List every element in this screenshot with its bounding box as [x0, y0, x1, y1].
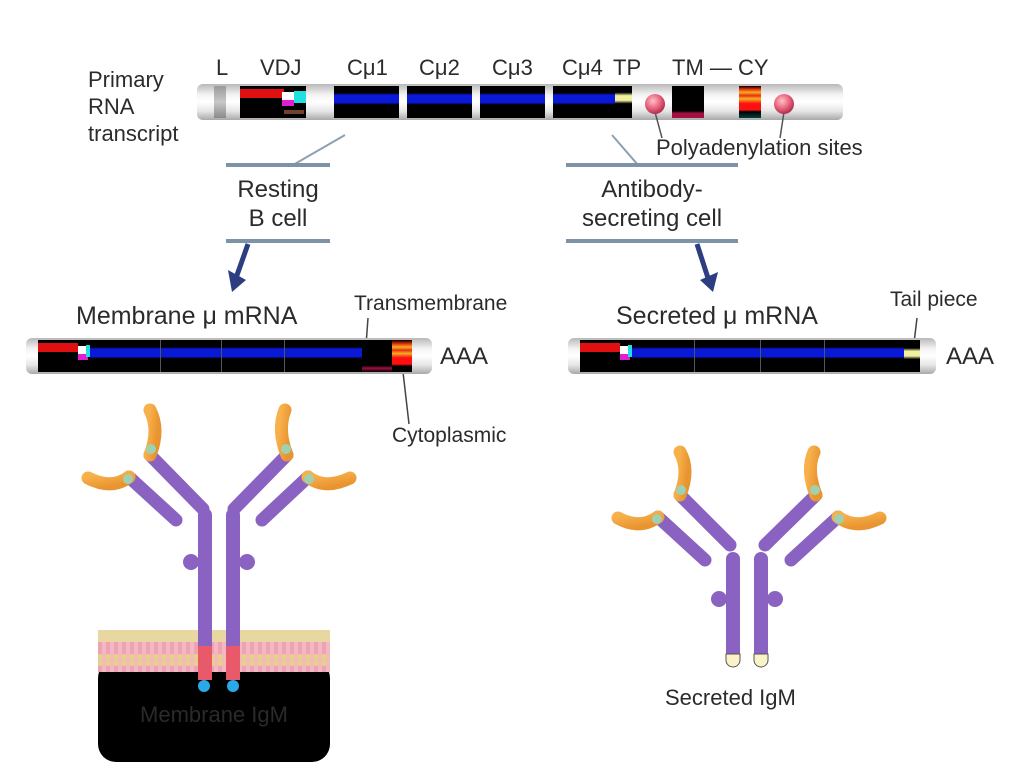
secreted-igm-label: Secreted IgM: [665, 685, 796, 710]
exon-label-vdj: VDJ: [260, 55, 302, 80]
secreted-mrna-strand: [568, 338, 936, 374]
transmembrane-label: Transmembrane: [354, 292, 508, 315]
right-branch-top-bar: [566, 163, 738, 167]
secreted-igm-arm-left-inner: [673, 445, 737, 552]
membrane-mrna-title: Membrane μ mRNA: [76, 302, 298, 330]
secreted-polya-label: AAA: [946, 343, 995, 370]
left-arrow: [228, 243, 251, 292]
primary-label-line-2: RNA: [88, 94, 135, 119]
secreted-igm-arm-right-inner: [758, 445, 823, 552]
membrane-cy-segment: [392, 340, 412, 372]
exon-label-l: L: [216, 55, 229, 80]
polya-site-2: [774, 94, 794, 114]
cell-cytoplasm: [98, 660, 330, 762]
right-splice-pointer: [611, 134, 639, 166]
membrane-igm-heavy-chain-left: [183, 508, 212, 692]
left-branch-bottom-bar: [226, 239, 330, 243]
secreted-tail-piece-segment: [904, 340, 920, 372]
tail-piece-label: Tail piece: [890, 288, 978, 311]
membrane-polya-label: AAA: [440, 343, 489, 370]
polya-site-2-pointer: [779, 111, 785, 139]
exon-label-tm-cy: TM — CY: [672, 55, 769, 80]
exon-label-cmu4: Cμ4: [562, 55, 603, 80]
primary-label: Primary RNA transcript: [88, 66, 178, 147]
resting-b-cell-label: Resting B cell: [226, 175, 330, 233]
membrane-mrna-strand: [26, 338, 432, 374]
transmembrane-exon: [672, 86, 704, 118]
tail-piece-exon: [615, 86, 632, 118]
left-branch-top-bar: [226, 163, 330, 167]
membrane-tm-segment: [362, 340, 392, 372]
cmu4-exon: [553, 86, 615, 118]
secreted-constant-region: [632, 340, 904, 372]
exon-label-cmu1: Cμ1: [347, 55, 388, 80]
membrane-top-leaflet: [98, 630, 330, 644]
secreted-igm-arm-left-outer: [611, 510, 712, 567]
right-branch-bottom-bar: [566, 239, 738, 243]
membrane-constant-region: [90, 340, 362, 372]
vdj-exon: [240, 86, 306, 118]
secreted-igm-heavy-chain-left: [711, 552, 741, 668]
antibody-secreting-cell-label: Antibody- secreting cell: [566, 175, 738, 233]
exon-label-cmu3: Cμ3: [492, 55, 533, 80]
exon-label-tp: TP: [613, 55, 642, 80]
left-splice-pointer: [292, 134, 346, 166]
membrane-igm-arm-left-outer: [81, 470, 183, 527]
membrane-igm-arm-right-outer: [255, 470, 357, 527]
resting-line-2: B cell: [248, 205, 308, 232]
cmu3-exon: [480, 86, 545, 118]
cytoplasmic-pointer: [402, 371, 410, 425]
polyadenylation-label: Polyadenylation sites: [656, 135, 863, 160]
secreted-igm-arm-right-outer: [784, 510, 887, 567]
primary-rna-strand: [197, 84, 843, 120]
cmu2-exon: [407, 86, 472, 118]
resting-line-1: Resting: [237, 176, 319, 203]
membrane-igm-label: Membrane IgM: [140, 702, 288, 727]
secreted-mrna-title: Secreted μ mRNA: [616, 302, 818, 330]
primary-label-line-3: transcript: [88, 121, 179, 146]
exon-label-cmu2: Cμ2: [419, 55, 460, 80]
membrane-igm-arm-left-inner: [143, 403, 210, 516]
cytoplasmic-exon: [739, 86, 761, 118]
right-arrow: [694, 243, 718, 292]
membrane-igm-arm-right-inner: [227, 403, 294, 516]
cmu1-exon: [334, 86, 399, 118]
lipid-bilayer: [98, 642, 330, 672]
secreting-line-1: Antibody-: [601, 176, 703, 203]
leader-exon: [214, 86, 226, 118]
polya-site-1: [645, 94, 665, 114]
cytoplasmic-label: Cytoplasmic: [392, 424, 507, 447]
primary-label-line-1: Primary: [88, 67, 164, 92]
secreting-line-2: secreting cell: [581, 205, 723, 232]
membrane-igm-heavy-chain-right: [226, 508, 255, 692]
secreted-igm-heavy-chain-right: [753, 552, 783, 668]
polya-site-1-pointer: [654, 111, 663, 139]
